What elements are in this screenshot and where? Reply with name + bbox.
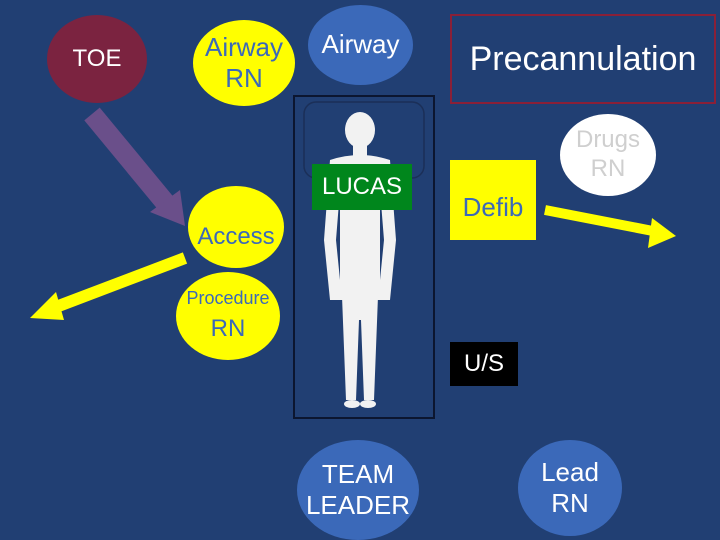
patient-figure-icon: [324, 112, 396, 408]
lucas-box: LUCAS: [312, 164, 412, 210]
airway-rn-line1: Airway: [204, 31, 283, 62]
us-label: U/S: [463, 350, 504, 377]
team-leader-node: TEAM LEADER: [297, 440, 419, 540]
drugs-rn-line1: Drugs: [575, 126, 641, 154]
toe-label: TOE: [72, 44, 122, 72]
lucas-label: LUCAS: [321, 173, 403, 200]
airway-node: Airway: [308, 5, 413, 85]
airway-label: Airway: [321, 29, 400, 60]
precannulation-box: Precannulation: [450, 14, 716, 104]
precannulation-label: Precannulation: [469, 39, 697, 78]
access-node: Access: [188, 186, 284, 268]
us-box: U/S: [450, 342, 518, 386]
defib-label: Defib: [462, 191, 524, 222]
access-label: Access: [197, 222, 275, 250]
drugs-rn-node: Drugs RN: [560, 114, 656, 196]
airway-rn-node: Airway RN: [193, 20, 295, 106]
arrow-procedure-left: [30, 252, 188, 320]
lead-rn-line2: RN: [551, 488, 589, 518]
procedure-rn-node: Procedure RN: [176, 272, 280, 360]
patient-bed-outline: [293, 95, 435, 419]
procedure-rn-line1: Procedure: [186, 287, 270, 308]
team-leader-line1: TEAM: [321, 458, 395, 489]
toe-node: TOE: [47, 15, 147, 103]
arrow-toe-to-access: [84, 107, 185, 226]
procedure-rn-line2: RN: [210, 315, 246, 343]
lead-rn-line1: Lead: [541, 456, 599, 487]
lead-rn-node: Lead RN: [518, 440, 622, 536]
team-leader-line2: LEADER: [305, 490, 411, 520]
arrow-defib-right: [544, 205, 676, 248]
defib-box: Defib: [450, 160, 536, 240]
drugs-rn-line2: RN: [590, 155, 626, 182]
airway-rn-line2: RN: [225, 63, 263, 93]
